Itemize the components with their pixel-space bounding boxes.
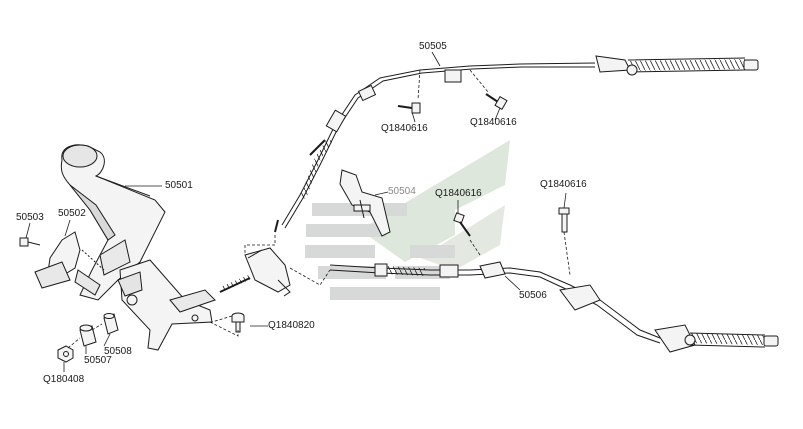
callout-50506[interactable]: 50506 [519,290,547,301]
callout-50505[interactable]: 50505 [419,41,447,52]
clip-50507[interactable] [79,324,97,347]
dashed-leader-lines [67,69,571,349]
bolt-q1840616-upper-left[interactable] [397,102,421,114]
callout-q1840820[interactable]: Q1840820 [268,320,315,331]
lever-base-bracket[interactable] [117,259,216,351]
callout-q1840616-right[interactable]: Q1840616 [540,179,587,190]
callout-50507[interactable]: 50507 [84,355,112,366]
callout-q180408[interactable]: Q180408 [43,374,85,385]
brake-lever-50501[interactable] [60,144,166,301]
bolt-50503[interactable] [19,237,41,247]
watermark-logo [305,140,510,300]
cable-equalizer[interactable] [219,247,291,297]
cable-bracket-50504[interactable] [339,169,391,237]
callout-50501[interactable]: 50501 [165,180,193,191]
callout-50504[interactable]: 50504 [388,186,416,197]
callout-q1840616-mid[interactable]: Q1840616 [435,188,482,199]
callout-50502[interactable]: 50502 [58,208,86,219]
callout-q1840616-upper-left[interactable]: Q1840616 [381,123,428,134]
rear-cable-50506[interactable] [329,261,779,353]
bushing-50508[interactable] [103,313,119,335]
rear-cable-50505[interactable] [274,55,759,233]
bolt-q1840616-right[interactable] [558,207,570,233]
bolt-q1840616-mid[interactable] [453,212,471,237]
callout-50503[interactable]: 50503 [16,212,44,223]
ratchet-50502[interactable] [34,231,105,296]
callout-leaders [25,51,567,372]
bolt-q1840616-upper-right[interactable] [485,93,508,111]
nut-q180408[interactable] [57,345,74,363]
callout-50508[interactable]: 50508 [104,346,132,357]
callout-q1840616-upper-right[interactable]: Q1840616 [470,117,517,128]
bolt-q1840820[interactable] [231,312,245,333]
